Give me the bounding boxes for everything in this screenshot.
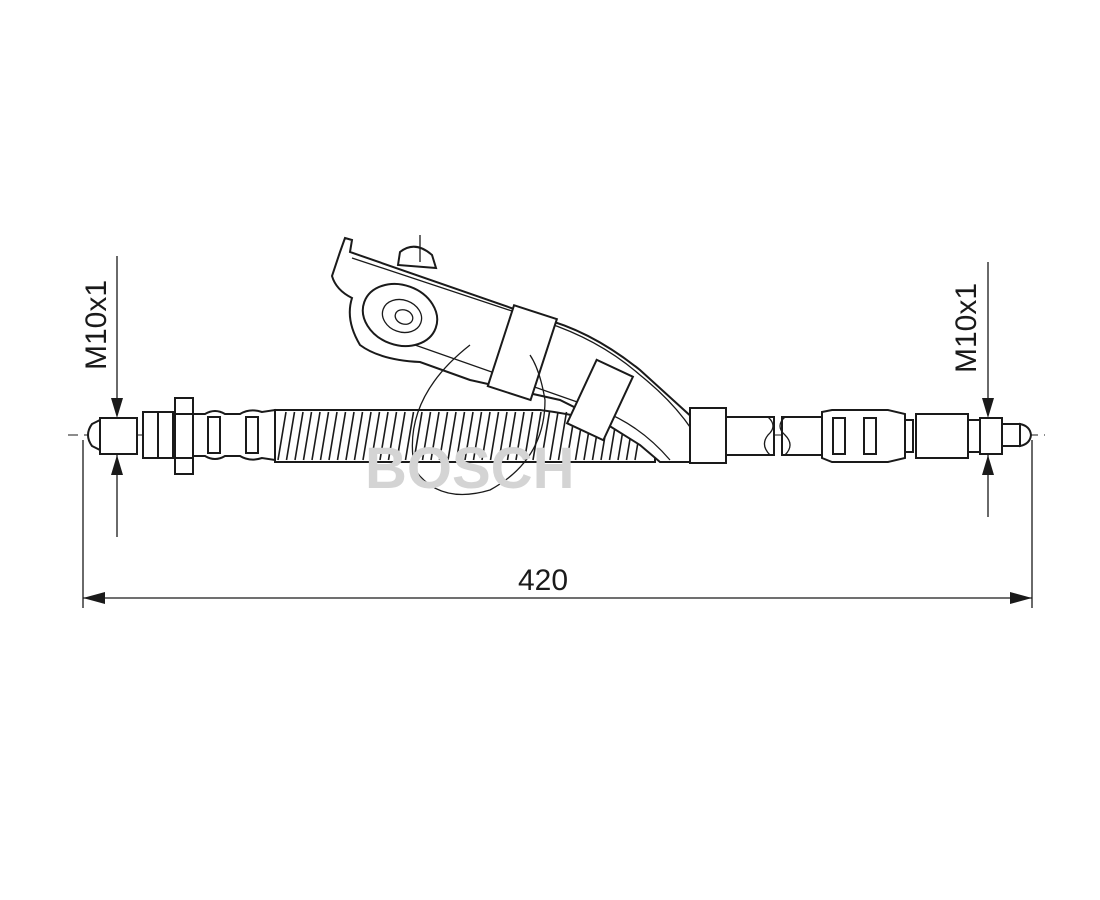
spring-coil [345,411,355,461]
spring-coil [430,411,440,461]
spring-coil [396,411,406,461]
spring-coil [353,411,364,461]
spring-coil [302,411,313,461]
watermark: BOSCH [365,436,574,501]
spring-coil [336,411,347,461]
mounting-bracket [330,235,727,464]
spring-coil [498,411,508,461]
right-fitting [725,409,1033,463]
length-dimension: 420 [82,440,1033,608]
spring-coil [464,411,474,461]
left-fitting [87,397,276,475]
left-thread-dimension: M10x1 [80,256,123,537]
spring-coil [370,411,381,461]
spring-coil [404,411,415,461]
left-thread-label: M10x1 [80,280,113,370]
spring-coil [472,411,483,461]
spring-coil [421,411,432,461]
spring-coil [523,411,534,461]
spring-coil [362,411,372,461]
spring-coil [294,411,304,461]
spring-coil [557,411,568,461]
spring-coil [532,411,542,461]
spring-coil [515,411,525,461]
spring-coil [413,411,423,461]
spring-coil [285,411,296,461]
spring-coil [438,411,449,461]
spring-coil [277,411,287,461]
spring-coil [328,411,338,461]
spring-coil [447,411,457,461]
retaining-wire [411,344,546,496]
spring-coil [379,411,389,461]
spring-coil [489,411,500,461]
spring-coil [387,411,398,461]
spring-coil [455,411,466,461]
spring-coil [311,411,321,461]
length-label: 420 [518,564,568,597]
spring-coil [481,411,491,461]
right-thread-label: M10x1 [950,283,983,373]
spring-coil [319,411,330,461]
spring-coil [549,411,559,461]
right-thread-dimension: M10x1 [950,262,994,517]
spring-coil [506,411,517,461]
spring-coil [540,411,551,461]
